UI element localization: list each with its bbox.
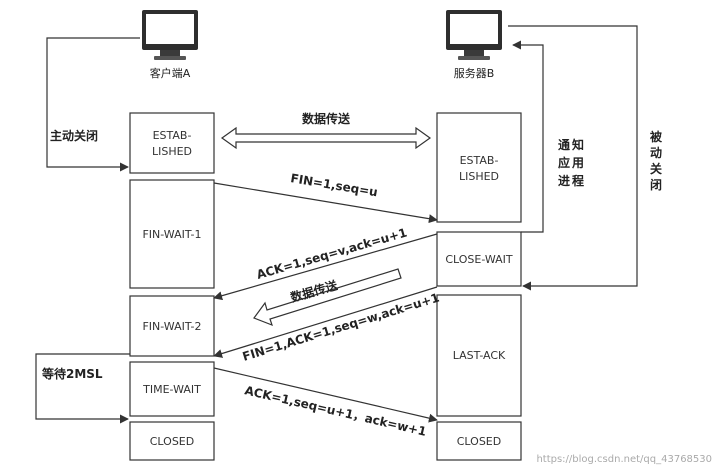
server-state-closed: CLOSED	[457, 435, 501, 448]
notify-app-label: 通 知 应 用 进 程	[558, 137, 584, 188]
client-label: 客户端A	[150, 66, 191, 80]
client-computer-icon	[142, 10, 198, 60]
passive-close-label: 被 动 关 闭	[650, 129, 663, 192]
wait-2msl-connector	[35, 353, 130, 424]
watermark: https://blog.csdn.net/qq_43768530	[536, 454, 712, 465]
fin2-label: FIN=1,ACK=1,seq=w,ack=u+1	[241, 291, 441, 364]
passive-close-connector	[508, 25, 638, 291]
svg-text:知: 知	[571, 137, 584, 152]
client-state-fin-wait-2: FIN-WAIT-2	[142, 320, 201, 333]
svg-text:关: 关	[650, 161, 662, 176]
server-computer-icon	[446, 10, 502, 60]
client-state-closed-box	[129, 421, 215, 461]
active-close-connector	[46, 37, 140, 172]
server-state-last-ack: LAST-ACK	[453, 349, 506, 362]
server-label: 服务器B	[454, 67, 495, 80]
client-state-fin-wait-1: FIN-WAIT-1	[142, 228, 201, 241]
fin-label: FIN=1,seq=u	[290, 171, 379, 199]
client-state-time-wait: TIME-WAIT	[142, 383, 201, 396]
svg-text:被: 被	[650, 129, 663, 144]
data-transfer-hollow-arrow	[253, 268, 402, 327]
data-transfer-double-arrow	[220, 126, 432, 150]
svg-text:通: 通	[558, 137, 570, 152]
notify-app-connector	[512, 40, 544, 233]
svg-text:用: 用	[571, 156, 584, 170]
ack1-arrow	[213, 233, 438, 301]
client-state-fin-wait-2-box	[129, 295, 215, 357]
server-state-close-wait-box	[436, 231, 522, 287]
svg-text:闭: 闭	[650, 177, 662, 192]
client-state-established-line1: ESTAB-	[153, 129, 192, 142]
server-state-established-line2: LISHED	[459, 170, 499, 183]
client-state-fin-wait-1-box	[129, 179, 215, 289]
svg-text:动: 动	[650, 146, 662, 160]
server-state-established-box	[436, 112, 522, 223]
svg-text:程: 程	[572, 173, 584, 188]
fin2-arrow	[213, 286, 438, 358]
svg-text:应: 应	[558, 155, 570, 170]
server-state-close-wait: CLOSE-WAIT	[445, 253, 513, 266]
server-state-closed-box	[436, 421, 522, 461]
ack2-arrow	[213, 367, 438, 423]
data-transfer-top-label: 数据传送	[302, 111, 351, 126]
client-state-closed: CLOSED	[150, 435, 194, 448]
fin-arrow	[213, 182, 438, 224]
server-state-last-ack-box	[436, 294, 522, 417]
active-close-label: 主动关闭	[50, 128, 98, 143]
svg-text:进: 进	[558, 173, 570, 188]
client-state-established-box	[129, 112, 215, 174]
client-state-time-wait-box	[129, 361, 215, 417]
wait-2msl-label: 等待2MSL	[41, 366, 103, 381]
server-state-established-line1: ESTAB-	[460, 154, 499, 167]
client-state-established-line2: LISHED	[152, 145, 192, 158]
